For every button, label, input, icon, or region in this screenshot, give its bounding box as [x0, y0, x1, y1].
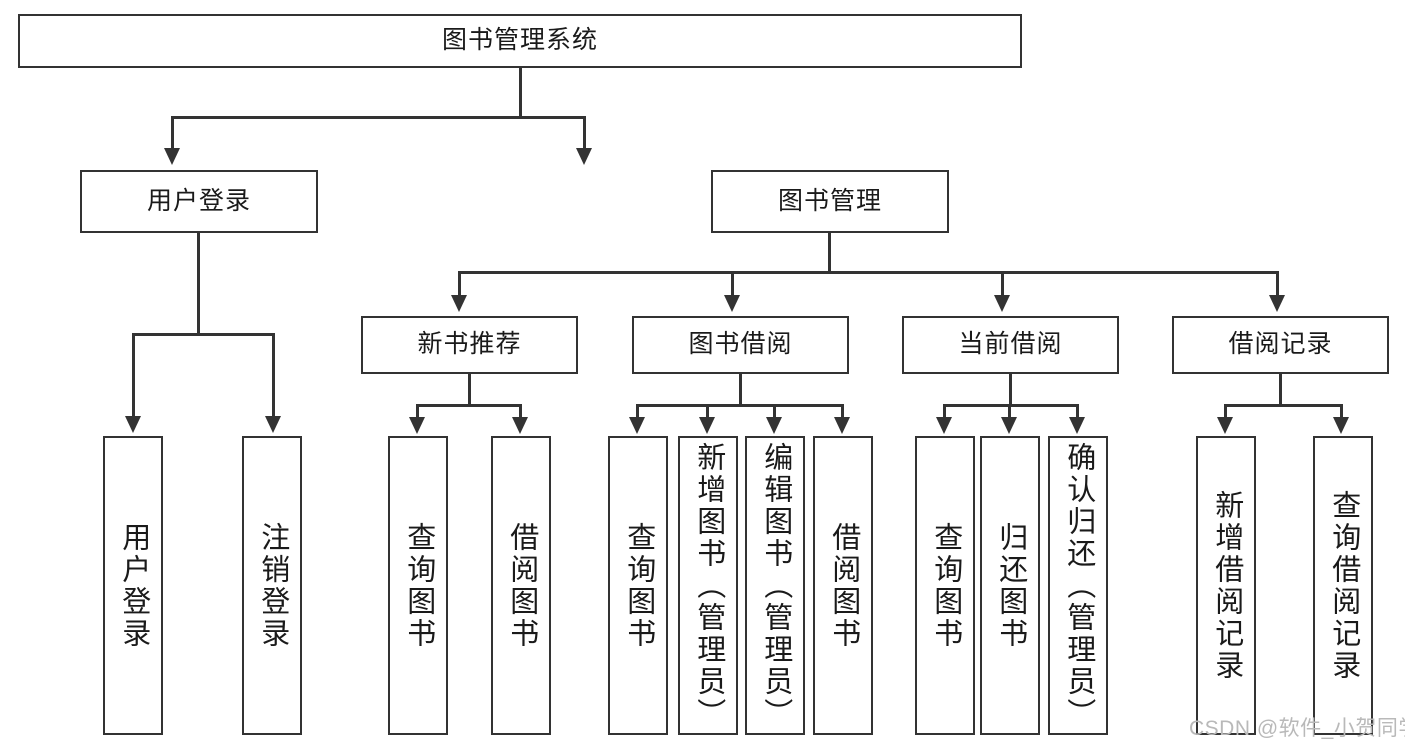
node-leaf-query-book-2[interactable]: 查询图书: [608, 436, 668, 735]
connector-borrow-record-drop-2: [1340, 404, 1343, 419]
node-label: 查询图书: [622, 521, 655, 650]
connector-tier3-drop-2: [731, 271, 734, 297]
arrowhead-tier3-1: [451, 295, 467, 312]
connector-user-login-drop-2: [272, 333, 275, 418]
node-leaf-logout[interactable]: 注销登录: [242, 436, 302, 735]
connector-book-management-stem: [828, 233, 831, 273]
node-label: 查询图书: [402, 521, 435, 650]
connector-book-borrow-drop-1: [636, 404, 639, 419]
connector-tier2-drop-2: [583, 116, 586, 150]
arrowhead-book-borrow-2: [699, 417, 715, 434]
arrowhead-current-borrow-2: [1001, 417, 1017, 434]
node-leaf-query-book-3[interactable]: 查询图书: [915, 436, 975, 735]
arrowhead-new-book-1: [409, 417, 425, 434]
node-leaf-query-book-1[interactable]: 查询图书: [388, 436, 448, 735]
node-leaf-user-login[interactable]: 用户登录: [103, 436, 163, 735]
connector-book-borrow-stem: [739, 374, 742, 406]
node-current-borrow[interactable]: 当前借阅: [902, 316, 1119, 374]
connector-user-login-drop-1: [132, 333, 135, 418]
node-label: 当前借阅: [958, 330, 1063, 359]
node-label: 借阅记录: [1228, 330, 1333, 359]
node-label: 借阅图书: [505, 521, 538, 650]
node-label: 用户登录: [117, 521, 150, 650]
node-label: 图书管理: [777, 186, 882, 215]
connector-current-borrow-bus: [943, 404, 1078, 407]
node-leaf-edit-book-admin[interactable]: 编辑图书（管理员）: [745, 436, 805, 735]
node-label: 图书借阅: [688, 330, 793, 359]
node-leaf-borrow-book-2[interactable]: 借阅图书: [813, 436, 873, 735]
connector-new-book-stem: [468, 374, 471, 406]
node-leaf-confirm-return-admin[interactable]: 确认归还（管理员）: [1048, 436, 1108, 735]
arrowhead-book-borrow-3: [766, 417, 782, 434]
watermark-text: CSDN @软件_小贺同学: [1189, 717, 1405, 740]
node-label: 归还图书: [994, 521, 1027, 650]
connector-tier2-bus: [171, 116, 585, 119]
node-book-management[interactable]: 图书管理: [711, 170, 949, 233]
connector-new-book-drop-2: [519, 404, 522, 419]
connector-tier3-drop-3: [1001, 271, 1004, 297]
connector-tier3-drop-4: [1276, 271, 1279, 297]
node-label: 借阅图书: [827, 521, 860, 650]
connector-tier2-drop-1: [171, 116, 174, 150]
connector-book-borrow-drop-4: [841, 404, 844, 419]
node-label: 新增借阅记录: [1210, 489, 1243, 682]
node-new-book-recommend[interactable]: 新书推荐: [361, 316, 578, 374]
arrowhead-current-borrow-1: [936, 417, 952, 434]
node-label: 新书推荐: [417, 330, 522, 359]
connector-tier3-bus: [458, 271, 1279, 274]
arrowhead-user-login-1: [125, 416, 141, 433]
connector-current-borrow-drop-2: [1008, 404, 1011, 419]
node-label: 编辑图书（管理员）: [759, 441, 792, 730]
node-user-login[interactable]: 用户登录: [80, 170, 318, 233]
connector-book-borrow-drop-3: [773, 404, 776, 419]
node-leaf-return-book[interactable]: 归还图书: [980, 436, 1040, 735]
arrowhead-book-borrow-1: [629, 417, 645, 434]
node-borrow-record[interactable]: 借阅记录: [1172, 316, 1389, 374]
connector-borrow-record-stem: [1279, 374, 1282, 406]
arrowhead-tier3-2: [724, 295, 740, 312]
node-root-book-management-system[interactable]: 图书管理系统: [18, 14, 1022, 68]
node-leaf-query-borrow-record[interactable]: 查询借阅记录: [1313, 436, 1373, 735]
connector-book-borrow-bus: [636, 404, 843, 407]
node-book-borrow[interactable]: 图书借阅: [632, 316, 849, 374]
arrowhead-new-book-2: [512, 417, 528, 434]
node-label: 查询借阅记录: [1327, 489, 1360, 682]
connector-current-borrow-drop-1: [943, 404, 946, 419]
connector-current-borrow-drop-3: [1076, 404, 1079, 419]
node-label: 注销登录: [256, 521, 289, 650]
node-label: 查询图书: [929, 521, 962, 650]
node-label: 图书管理系统: [441, 26, 598, 55]
connector-current-borrow-stem: [1009, 374, 1012, 406]
connector-user-login-bus: [132, 333, 275, 336]
connector-root-stem: [519, 68, 522, 118]
connector-new-book-drop-1: [416, 404, 419, 419]
arrowhead-user-login-2: [265, 416, 281, 433]
arrowhead-book-borrow-4: [834, 417, 850, 434]
node-leaf-borrow-book-1[interactable]: 借阅图书: [491, 436, 551, 735]
node-label: 用户登录: [146, 186, 251, 215]
arrowhead-tier2-1: [164, 148, 180, 165]
arrowhead-tier2-2: [576, 148, 592, 165]
connector-book-borrow-drop-2: [706, 404, 709, 419]
node-leaf-add-borrow-record[interactable]: 新增借阅记录: [1196, 436, 1256, 735]
node-label: 新增图书（管理员）: [692, 441, 725, 730]
arrowhead-tier3-3: [994, 295, 1010, 312]
arrowhead-borrow-record-1: [1217, 417, 1233, 434]
node-leaf-add-book-admin[interactable]: 新增图书（管理员）: [678, 436, 738, 735]
arrowhead-current-borrow-3: [1069, 417, 1085, 434]
connector-new-book-bus: [416, 404, 521, 407]
connector-borrow-record-drop-1: [1224, 404, 1227, 419]
connector-borrow-record-bus: [1224, 404, 1342, 407]
arrowhead-tier3-4: [1269, 295, 1285, 312]
node-label: 确认归还（管理员）: [1062, 441, 1095, 730]
connector-tier3-drop-1: [458, 271, 461, 297]
connector-user-login-stem: [197, 233, 200, 335]
arrowhead-borrow-record-2: [1333, 417, 1349, 434]
